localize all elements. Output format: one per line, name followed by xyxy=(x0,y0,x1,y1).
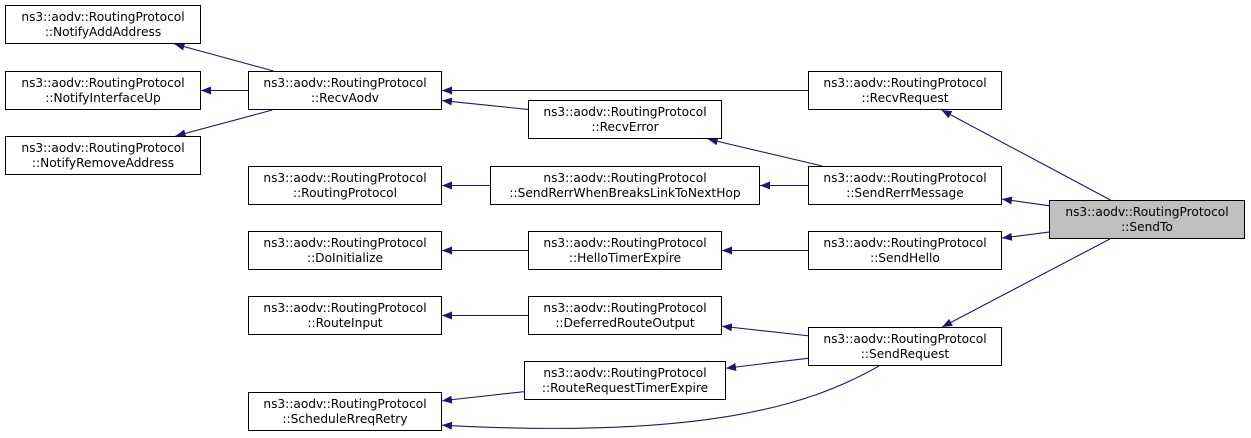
edge-rmaddr-to-recvaodv xyxy=(175,109,273,138)
edge-addaddr-to-recvaodv xyxy=(174,42,274,72)
node-notify-add-address[interactable]: ns3::aodv::RoutingProtocol ::NotifyAddAd… xyxy=(5,5,201,44)
node-label-line1: ns3::aodv::RoutingProtocol xyxy=(21,140,185,155)
edge-sendrerr-to-sendto xyxy=(1001,196,1050,207)
node-schedule-rreq-retry[interactable]: ns3::aodv::RoutingProtocol ::ScheduleRre… xyxy=(248,392,442,431)
node-label-line2: ::RoutingProtocol xyxy=(292,185,398,200)
edge-recvaodv-to-recverror xyxy=(441,97,529,111)
node-routing-protocol-ctor[interactable]: ns3::aodv::RoutingProtocol ::RoutingProt… xyxy=(248,166,442,205)
node-label-line2: ::RecvAodv xyxy=(310,90,380,105)
node-label-line2: ::SendTo xyxy=(1121,219,1173,234)
node-label-line2: ::RecvError xyxy=(591,119,659,134)
node-label-line2: ::ScheduleRreqRetry xyxy=(282,411,408,426)
node-recv-error[interactable]: ns3::aodv::RoutingProtocol ::RecvError xyxy=(528,100,722,139)
node-label-line1: ns3::aodv::RoutingProtocol xyxy=(823,75,987,90)
edge-deferred-to-sendreq xyxy=(721,323,809,337)
edge-recverror-to-sendrerr xyxy=(707,137,823,167)
node-recv-request[interactable]: ns3::aodv::RoutingProtocol ::RecvRequest xyxy=(808,71,1002,110)
node-label-line1: ns3::aodv::RoutingProtocol xyxy=(263,75,427,90)
node-notify-remove-address[interactable]: ns3::aodv::RoutingProtocol ::NotifyRemov… xyxy=(5,136,201,175)
node-label-line2: ::DeferredRouteOutput xyxy=(555,315,695,330)
node-label-line1: ns3::aodv::RoutingProtocol xyxy=(543,300,707,315)
node-label-line1: ns3::aodv::RoutingProtocol xyxy=(543,170,707,185)
edge-recvreq-to-sendto xyxy=(941,109,1111,201)
node-do-initialize[interactable]: ns3::aodv::RoutingProtocol ::DoInitializ… xyxy=(248,231,442,270)
node-send-rerr-when-breaks[interactable]: ns3::aodv::RoutingProtocol ::SendRerrWhe… xyxy=(490,166,760,205)
node-label-line1: ns3::aodv::RoutingProtocol xyxy=(263,235,427,250)
node-label-line2: ::RouteInput xyxy=(307,315,383,330)
node-label-line2: ::DoInitialize xyxy=(306,250,384,265)
edge-sendhello-to-sendto xyxy=(1001,231,1050,241)
node-label-line2: ::NotifyRemoveAddress xyxy=(31,155,175,170)
node-send-rerr-message[interactable]: ns3::aodv::RoutingProtocol ::SendRerrMes… xyxy=(808,166,1002,205)
edge-sendreq-to-sendto xyxy=(941,238,1111,328)
node-label-line2: ::SendRerrWhenBreaksLinkToNextHop xyxy=(509,185,741,200)
node-label-line1: ns3::aodv::RoutingProtocol xyxy=(263,300,427,315)
edge-rrtimer-to-sendreq xyxy=(725,357,809,372)
node-label-line1: ns3::aodv::RoutingProtocol xyxy=(21,9,185,24)
node-label-line2: ::NotifyInterfaceUp xyxy=(45,90,161,105)
node-label-line1: ns3::aodv::RoutingProtocol xyxy=(543,365,707,380)
node-label-line1: ns3::aodv::RoutingProtocol xyxy=(543,104,707,119)
node-label-line1: ns3::aodv::RoutingProtocol xyxy=(263,396,427,411)
node-label-line2: ::SendHello xyxy=(870,250,940,265)
node-route-input[interactable]: ns3::aodv::RoutingProtocol ::RouteInput xyxy=(248,296,442,335)
node-label-line2: ::NotifyAddAddress xyxy=(44,24,162,39)
node-send-hello[interactable]: ns3::aodv::RoutingProtocol ::SendHello xyxy=(808,231,1002,270)
edge-sendreq-to-schedretry xyxy=(441,365,880,430)
node-label-line2: ::RouteRequestTimerExpire xyxy=(541,380,709,395)
node-label-line1: ns3::aodv::RoutingProtocol xyxy=(823,331,987,346)
node-label-line1: ns3::aodv::RoutingProtocol xyxy=(823,170,987,185)
node-label-line2: ::SendRerrMessage xyxy=(846,185,964,200)
node-route-request-timer-expire[interactable]: ns3::aodv::RoutingProtocol ::RouteReques… xyxy=(524,361,726,400)
node-notify-interface-up[interactable]: ns3::aodv::RoutingProtocol ::NotifyInter… xyxy=(5,71,201,110)
node-label-line1: ns3::aodv::RoutingProtocol xyxy=(1065,204,1229,219)
node-label-line1: ns3::aodv::RoutingProtocol xyxy=(263,170,427,185)
node-label-line2: ::HelloTimerExpire xyxy=(568,250,682,265)
node-deferred-route-output[interactable]: ns3::aodv::RoutingProtocol ::DeferredRou… xyxy=(528,296,722,335)
node-hello-timer-expire[interactable]: ns3::aodv::RoutingProtocol ::HelloTimerE… xyxy=(528,231,722,270)
node-send-to[interactable]: ns3::aodv::RoutingProtocol ::SendTo xyxy=(1049,200,1245,239)
node-label-line2: ::RecvRequest xyxy=(861,90,949,105)
node-label-line1: ns3::aodv::RoutingProtocol xyxy=(21,75,185,90)
node-label-line1: ns3::aodv::RoutingProtocol xyxy=(823,235,987,250)
node-label-line2: ::SendRequest xyxy=(860,346,950,361)
node-recv-aodv[interactable]: ns3::aodv::RoutingProtocol ::RecvAodv xyxy=(248,71,442,110)
node-label-line1: ns3::aodv::RoutingProtocol xyxy=(543,235,707,250)
node-send-request[interactable]: ns3::aodv::RoutingProtocol ::SendRequest xyxy=(808,327,1002,366)
edge-schedretry-to-rrtimer xyxy=(441,391,525,404)
